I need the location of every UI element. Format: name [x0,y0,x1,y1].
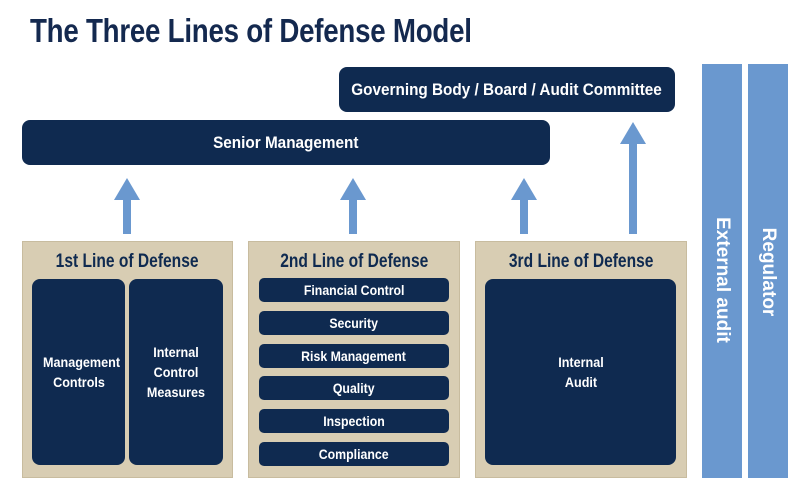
regulator-label: Regulator [758,227,779,317]
governing-body-label: Governing Body / Board / Audit Committee [351,79,663,99]
second-line-title: 2nd Line of Defense [279,251,429,272]
governing-body-box: Governing Body / Board / Audit Committee [339,67,675,112]
external-audit-label: External audit [712,217,733,343]
senior-management-box: Senior Management [22,120,550,165]
senior-management-label: Senior Management [213,132,359,152]
third-line-panel: 3rd Line of Defense Internal Audit [475,241,687,478]
first-line-panel: 1st Line of Defense Management Controls … [22,241,233,478]
internal-control-measures-label: Internal Control Measures [146,344,206,400]
arrow-up-line1 [114,178,140,234]
page-title: The Three Lines of Defense Model [30,12,472,49]
arrow-up-line2 [340,178,366,234]
inspection-item: Inspection [259,409,449,433]
compliance-item: Compliance [259,442,449,466]
third-line-title: 3rd Line of Defense [508,251,654,272]
internal-audit-label: Internal Audit [557,354,604,390]
quality-item: Quality [259,376,449,400]
external-audit-bar: External audit [702,64,742,478]
internal-control-measures-box: Internal Control Measures [129,279,223,465]
arrow-up-audit-to-board [620,122,646,234]
internal-audit-box: Internal Audit [485,279,676,465]
financial-control-item: Financial Control [259,278,449,302]
first-line-title: 1st Line of Defense [56,251,199,272]
risk-management-item: Risk Management [259,344,449,368]
arrow-up-line3 [511,178,537,234]
management-controls-label: Management Controls [42,354,120,390]
security-item: Security [259,311,449,335]
management-controls-box: Management Controls [32,279,125,465]
second-line-panel: 2nd Line of Defense Financial Control Se… [248,241,460,478]
regulator-bar: Regulator [748,64,788,478]
